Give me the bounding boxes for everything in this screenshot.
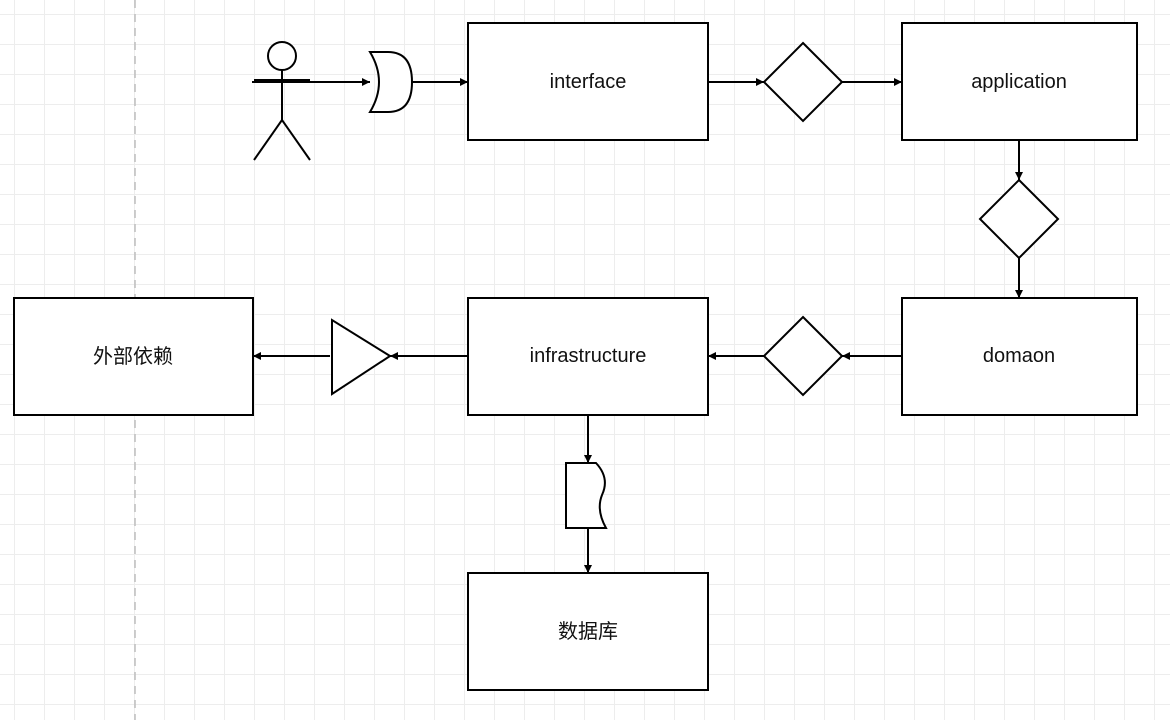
domain-label: domaon bbox=[983, 345, 1055, 367]
or-gate-shape[interactable] bbox=[368, 51, 414, 113]
decision-diamond-middle[interactable] bbox=[762, 315, 844, 397]
triangle-shape[interactable] bbox=[331, 318, 392, 396]
infrastructure-label: infrastructure bbox=[530, 345, 647, 367]
storage-shape[interactable] bbox=[565, 462, 608, 529]
interface-label: interface bbox=[550, 71, 627, 93]
decision-diamond-right[interactable] bbox=[978, 178, 1060, 260]
database-box[interactable]: 数据库 bbox=[467, 572, 709, 691]
application-label: application bbox=[971, 71, 1067, 93]
database-label: 数据库 bbox=[558, 619, 618, 643]
domain-box[interactable]: domaon bbox=[901, 297, 1138, 416]
decision-diamond-top[interactable] bbox=[762, 41, 844, 123]
interface-box[interactable]: interface bbox=[467, 22, 709, 141]
infrastructure-box[interactable]: infrastructure bbox=[467, 297, 709, 416]
application-box[interactable]: application bbox=[901, 22, 1138, 141]
external-dependency-label: 外部依赖 bbox=[93, 344, 173, 368]
actor-icon[interactable] bbox=[253, 41, 311, 161]
external-dependency-box[interactable]: 外部依赖 bbox=[13, 297, 254, 416]
